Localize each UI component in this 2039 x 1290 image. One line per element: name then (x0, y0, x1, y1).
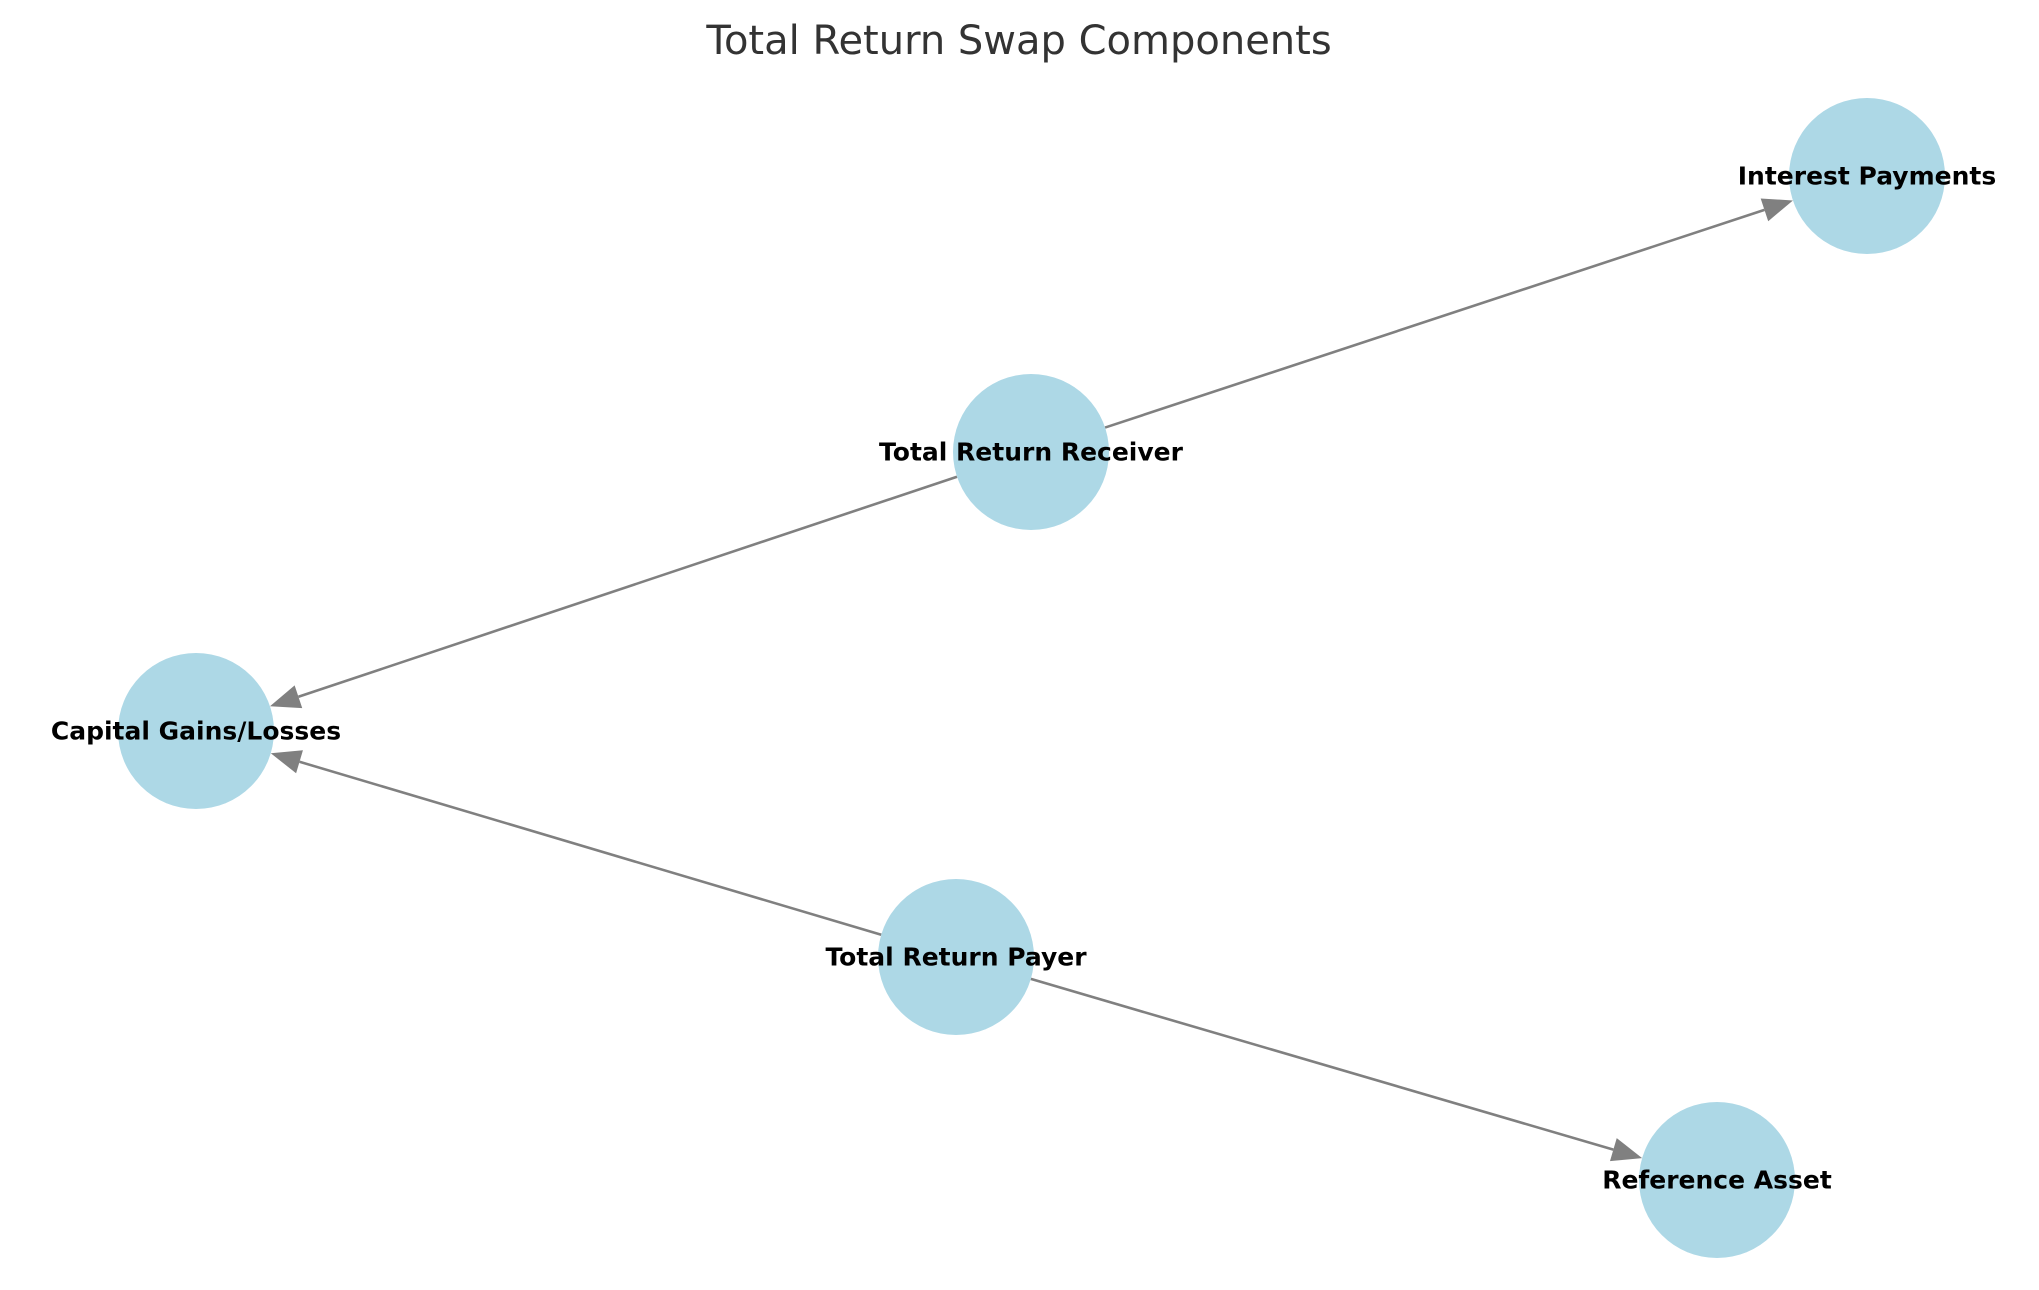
arrowhead-icon (270, 750, 303, 774)
edge-line (1104, 208, 1765, 429)
node-capital-gains-losses: Capital Gains/Losses (51, 653, 341, 809)
arrowhead-icon (269, 685, 303, 709)
node-label: Interest Payments (1738, 162, 1997, 191)
node-circle (953, 374, 1109, 530)
node-interest-payments: Interest Payments (1738, 98, 1997, 254)
arrowhead-icon (1609, 1138, 1643, 1162)
arrowhead-icon (1760, 198, 1793, 222)
node-circle (118, 653, 274, 809)
edge-total-return-payer-to-reference-asset (1030, 977, 1643, 1162)
edges-layer (269, 198, 1793, 1162)
edge-line (1030, 977, 1614, 1151)
node-total-return-payer: Total Return Payer (825, 879, 1087, 1035)
node-circle (878, 879, 1034, 1035)
edge-total-return-receiver-to-interest-payments (1104, 198, 1793, 429)
node-label: Total Return Receiver (879, 438, 1184, 467)
diagram-title: Total Return Swap Components (705, 18, 1331, 64)
node-circle (1789, 98, 1945, 254)
edge-line (298, 475, 958, 699)
edge-line (299, 760, 882, 937)
edge-total-return-payer-to-capital-gains-losses (270, 750, 882, 937)
node-circle (1639, 1102, 1795, 1258)
edge-total-return-receiver-to-capital-gains-losses (269, 475, 958, 709)
node-reference-asset: Reference Asset (1602, 1102, 1832, 1258)
node-label: Reference Asset (1602, 1166, 1832, 1195)
node-label: Total Return Payer (825, 943, 1087, 972)
node-total-return-receiver: Total Return Receiver (879, 374, 1184, 530)
node-label: Capital Gains/Losses (51, 717, 341, 746)
